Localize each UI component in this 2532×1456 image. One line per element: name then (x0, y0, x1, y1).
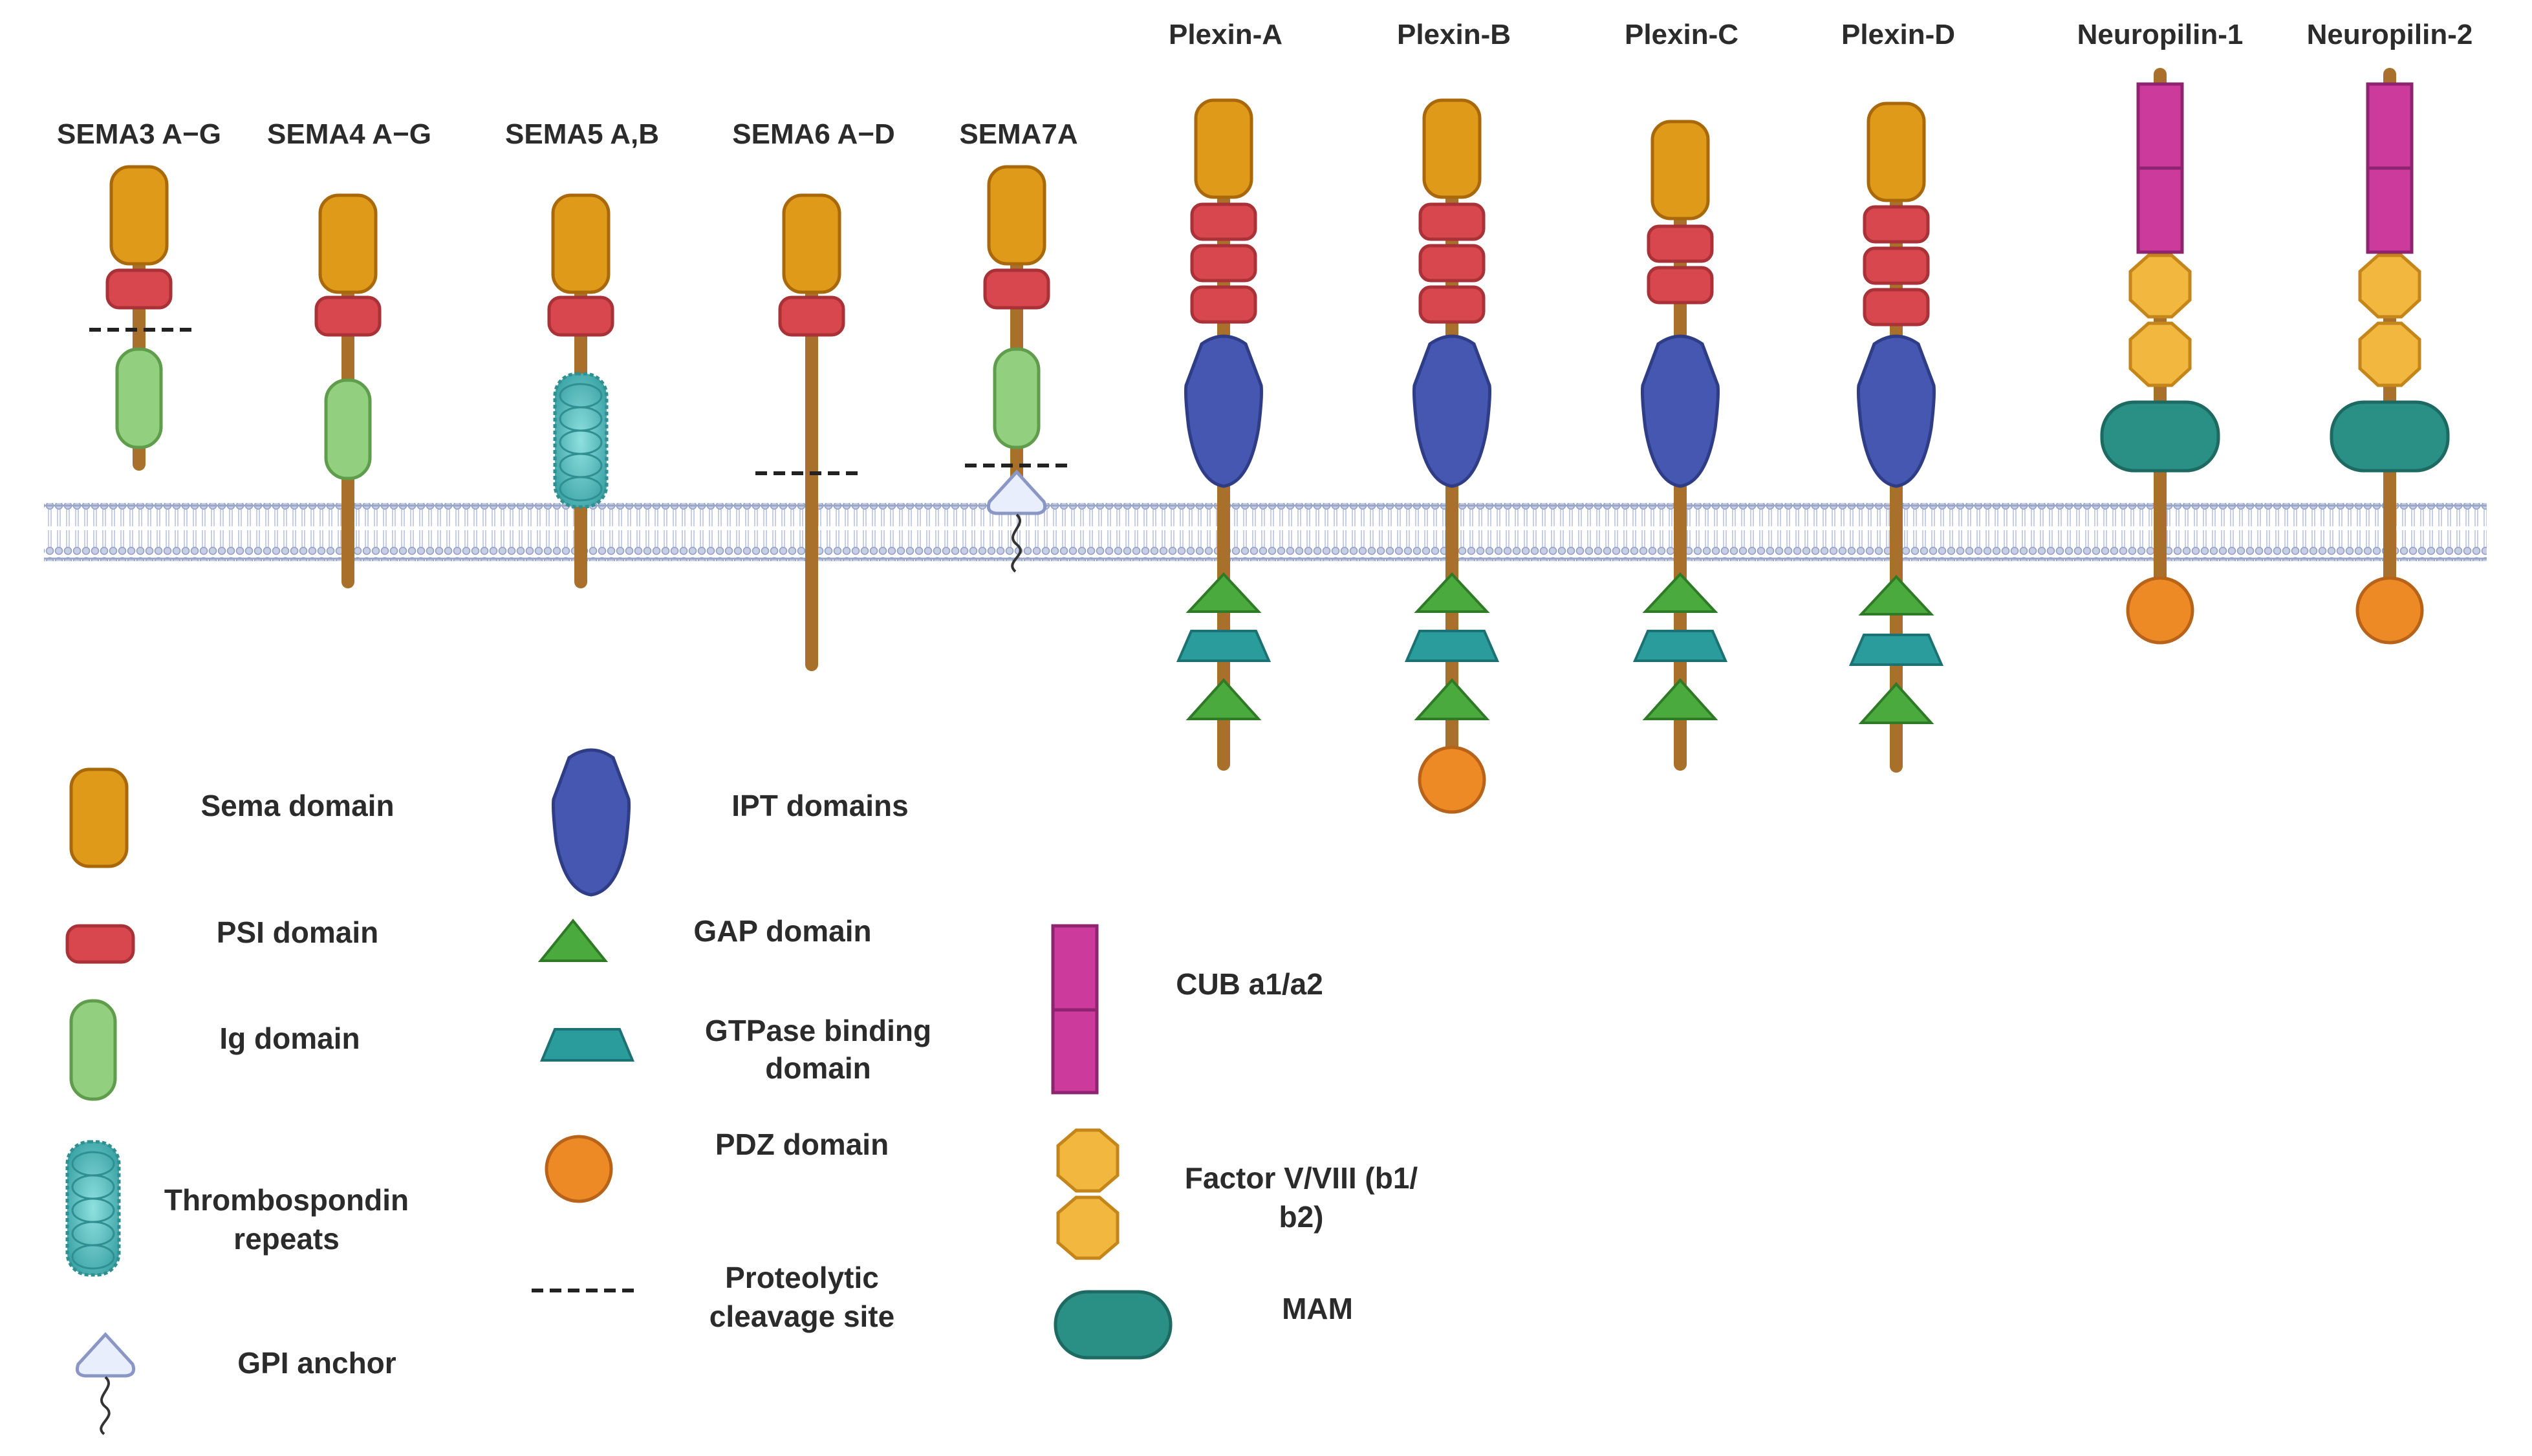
label-neuropilin-1: Neuropilin-1 (2077, 19, 2244, 50)
legend-mam-label: MAM (1282, 1292, 1353, 1325)
protein-sema3 (89, 165, 194, 471)
legend: Sema domain PSI domain Ig domain Thrombo… (65, 748, 1418, 1435)
legend-cleavage-label-2: cleavage site (709, 1300, 894, 1333)
legend-gap-label: GAP domain (693, 914, 871, 948)
legend-ig-label: Ig domain (219, 1022, 360, 1055)
legend-pdz: PDZ domain (545, 1128, 889, 1203)
legend-gpi: GPI anchor (75, 1332, 396, 1435)
legend-ig: Ig domain (69, 999, 360, 1101)
protein-neuropilin-1 (2100, 68, 2220, 645)
label-sema3: SEMA3 A−G (57, 118, 221, 150)
legend-mam: MAM (1054, 1290, 1353, 1360)
label-plexin-b: Plexin-B (1397, 19, 1511, 50)
legend-cleavage: Proteolytic cleavage site (532, 1261, 894, 1333)
legend-thrombospondin: Thrombospondin repeats (65, 1140, 409, 1277)
legend-sema: Sema domain (69, 767, 395, 868)
legend-cub-label: CUB a1/a2 (1176, 967, 1323, 1001)
sema-domain-shape (318, 193, 378, 294)
legend-gtpase-label-1: GTPase binding (705, 1014, 931, 1047)
legend-psi-label: PSI domain (217, 915, 378, 949)
sema-icon (69, 767, 129, 868)
thrombospondin-icon (65, 1140, 121, 1277)
sema-domain-shape (551, 193, 611, 294)
ig-domain-shape (324, 378, 372, 480)
protein-labels: SEMA3 A−G SEMA4 A−G SEMA5 A,B SEMA6 A−D … (57, 19, 2472, 150)
legend-factor-label-1: Factor V/VIII (b1/ (1185, 1161, 1418, 1195)
sema-domain-shape (782, 193, 841, 294)
legend-factor: Factor V/VIII (b1/ b2) (1056, 1128, 1418, 1260)
psi-icon (65, 924, 135, 964)
protein-sema7a (965, 165, 1074, 573)
cub-icon (1051, 924, 1099, 1095)
legend-ipt-label: IPT domains (731, 789, 908, 822)
legend-thrombospondin-label-1: Thrombospondin (164, 1183, 409, 1217)
mam-icon (1054, 1290, 1173, 1360)
protein-plexin-b (1404, 98, 1500, 814)
legend-cleavage-label-1: Proteolytic (725, 1261, 879, 1294)
gap-icon (537, 918, 609, 962)
cell-membrane (44, 503, 2487, 561)
legend-gpi-label: GPI anchor (237, 1346, 396, 1380)
protein-sema4 (314, 193, 382, 588)
label-plexin-c: Plexin-C (1625, 19, 1738, 50)
protein-plexin-c (1632, 120, 1728, 771)
label-plexin-d: Plexin-D (1841, 19, 1955, 50)
sema-domain-shape (109, 165, 169, 266)
legend-sema-label: Sema domain (200, 789, 394, 822)
psi-domain-shape (983, 268, 1050, 310)
protein-sema6 (755, 193, 863, 671)
label-neuropilin-2: Neuropilin-2 (2307, 19, 2473, 50)
ig-domain-shape (115, 347, 163, 449)
psi-domain-shape (547, 295, 614, 337)
legend-ipt: IPT domains (552, 748, 909, 897)
ig-domain-shape (993, 347, 1041, 449)
psi-domain-shape (778, 295, 845, 337)
legend-cub: CUB a1/a2 (1051, 924, 1323, 1095)
gpi-anchor-shape (986, 469, 1047, 573)
protein-plexin-d (1848, 102, 1944, 773)
label-sema6: SEMA6 A−D (732, 118, 894, 150)
protein-sema5 (547, 193, 614, 588)
thrombospondin-repeats-shape (553, 372, 609, 509)
factor-icon (1056, 1128, 1120, 1260)
legend-factor-label-2: b2) (1279, 1200, 1324, 1234)
gtpase-icon (540, 1028, 634, 1062)
psi-domain-shape (105, 268, 173, 310)
legend-gtpase-label-2: domain (765, 1051, 871, 1085)
legend-psi: PSI domain (65, 915, 378, 964)
ipt-icon (552, 748, 631, 897)
legend-thrombospondin-label-2: repeats (233, 1222, 340, 1256)
legend-gap: GAP domain (537, 914, 872, 962)
sema-domain-shape (987, 165, 1046, 266)
label-plexin-a: Plexin-A (1169, 19, 1282, 50)
label-sema4: SEMA4 A−G (267, 118, 431, 150)
ig-icon (69, 999, 117, 1101)
protein-plexin-a (1176, 98, 1271, 771)
legend-gtpase: GTPase binding domain (540, 1014, 931, 1085)
protein-neuropilin-2 (2330, 68, 2450, 645)
gpi-icon (75, 1332, 136, 1435)
label-sema7a: SEMA7A (959, 118, 1077, 150)
psi-domain-shape (314, 295, 382, 337)
pdz-icon (545, 1135, 613, 1203)
legend-pdz-label: PDZ domain (715, 1128, 889, 1161)
label-sema5: SEMA5 A,B (505, 118, 659, 150)
